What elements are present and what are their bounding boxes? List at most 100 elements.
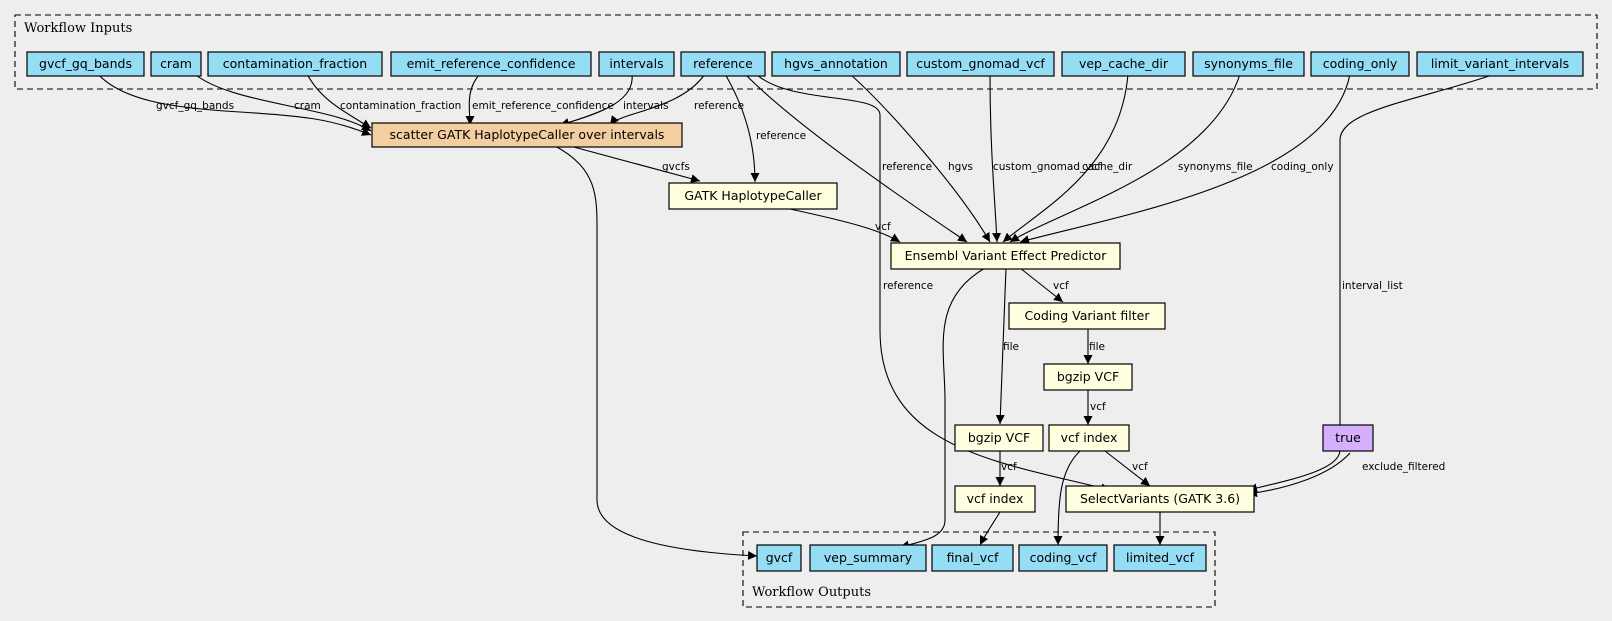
edge-reference-vep xyxy=(744,73,968,243)
edge-vcf-index-select xyxy=(1104,450,1151,487)
svg-text:vep_cache_dir: vep_cache_dir xyxy=(1079,56,1169,71)
svg-text:SelectVariants (GATK 3.6): SelectVariants (GATK 3.6) xyxy=(1080,491,1240,506)
svg-text:Ensembl Variant Effect Predict: Ensembl Variant Effect Predictor xyxy=(905,248,1108,263)
svg-text:vep_summary: vep_summary xyxy=(824,550,913,565)
svg-text:final_vcf: final_vcf xyxy=(947,550,999,565)
output-final-vcf[interactable]: final_vcf xyxy=(931,544,1014,572)
svg-text:bgzip VCF: bgzip VCF xyxy=(1057,369,1119,384)
workflow-inputs-cluster: Workflow Inputs xyxy=(14,14,1598,90)
step-haplotypecaller[interactable]: GATK HaplotypeCaller xyxy=(668,182,838,210)
step-index-coding[interactable]: vcf index xyxy=(1048,424,1130,452)
edge-reference-scatter xyxy=(609,73,706,126)
edge-label-reference-vep: reference xyxy=(882,161,932,173)
edge-file-vep-bgzip xyxy=(995,267,1007,425)
svg-text:Coding Variant filter: Coding Variant filter xyxy=(1025,308,1151,323)
edge-synonyms-file xyxy=(1009,73,1241,243)
output-vep-summary[interactable]: vep_summary xyxy=(809,544,927,572)
edge-label-intervals: intervals xyxy=(623,100,669,112)
input-contamination-fraction[interactable]: contamination_fraction xyxy=(207,51,383,77)
step-vep[interactable]: Ensembl Variant Effect Predictor xyxy=(890,242,1121,270)
input-limit-variant-intervals[interactable]: limit_variant_intervals xyxy=(1416,51,1584,77)
svg-text:bgzip VCF: bgzip VCF xyxy=(968,430,1030,445)
edge-cache-dir xyxy=(1002,73,1129,243)
edge-label-cache-dir: cache_dir xyxy=(1082,161,1133,173)
edge-intervals xyxy=(559,73,633,127)
edge-label-custom-gnomad-vcf: custom_gnomad_vcf xyxy=(993,161,1101,173)
edge-label-file-filter-bgzip: file xyxy=(1089,341,1105,353)
svg-text:gvcf_gq_bands: gvcf_gq_bands xyxy=(39,56,132,71)
input-custom-gnomad-vcf[interactable]: custom_gnomad_vcf xyxy=(906,51,1055,77)
workflow-inputs-title: Workflow Inputs xyxy=(24,21,132,36)
edge-label-interval-list: interval_list xyxy=(1342,280,1403,292)
edge-reference-select xyxy=(755,73,1111,493)
workflow-outputs-cluster: Workflow Outputs xyxy=(742,531,1216,608)
workflow-outputs-title: Workflow Outputs xyxy=(752,585,871,600)
edge-label-emit-reference-confidence: emit_reference_confidence xyxy=(472,100,614,112)
output-limited-vcf[interactable]: limited_vcf xyxy=(1113,544,1207,572)
svg-text:contamination_fraction: contamination_fraction xyxy=(223,56,367,71)
svg-text:vcf index: vcf index xyxy=(1061,430,1118,445)
output-coding-vcf[interactable]: coding_vcf xyxy=(1018,544,1108,572)
input-vep-cache-dir[interactable]: vep_cache_dir xyxy=(1061,51,1186,77)
edge-label-gvcf-gq-bands: gvcf_gq_bands xyxy=(156,100,234,112)
edge-label-file-vep-bgzip: file xyxy=(1003,341,1019,353)
edge-label-contamination-fraction: contamination_fraction xyxy=(340,100,461,112)
edge-final-vcf-out xyxy=(979,511,1001,546)
step-bgzip-full[interactable]: bgzip VCF xyxy=(954,424,1044,452)
edge-label-cram: cram xyxy=(294,100,321,112)
svg-text:limited_vcf: limited_vcf xyxy=(1126,550,1195,565)
edge-label-reference-hc: reference xyxy=(756,130,806,142)
svg-text:reference: reference xyxy=(693,56,753,71)
edge-label-vcf-bgzip-index-coding: vcf xyxy=(1090,401,1106,413)
edge-gvcfs xyxy=(569,145,701,184)
svg-text:hgvs_annotation: hgvs_annotation xyxy=(784,56,888,71)
svg-text:coding_vcf: coding_vcf xyxy=(1030,550,1097,565)
edge-emit-reference-confidence xyxy=(465,73,481,126)
svg-text:vcf index: vcf index xyxy=(967,491,1024,506)
edge-cram xyxy=(191,71,372,132)
svg-text:intervals: intervals xyxy=(609,56,663,71)
edge-hgvs xyxy=(849,73,991,243)
step-coding-filter[interactable]: Coding Variant filter xyxy=(1008,302,1166,330)
constant-true[interactable]: true xyxy=(1322,424,1374,452)
input-coding-only[interactable]: coding_only xyxy=(1310,51,1410,77)
svg-text:true: true xyxy=(1335,430,1361,445)
edge-label-reference-select: reference xyxy=(883,280,933,292)
step-select-variants[interactable]: SelectVariants (GATK 3.6) xyxy=(1065,485,1255,513)
edge-custom-gnomad-vcf xyxy=(989,73,1002,243)
edge-exclude-filtered xyxy=(1247,452,1351,498)
edge-label-coding-only: coding_only xyxy=(1271,161,1334,173)
step-scatter-haplotypecaller[interactable]: scatter GATK HaplotypeCaller over interv… xyxy=(371,122,683,148)
edge-vep-summary-out xyxy=(899,267,986,550)
edge-gvcf-gq-bands xyxy=(95,71,372,136)
input-reference[interactable]: reference xyxy=(680,51,766,77)
svg-text:emit_reference_confidence: emit_reference_confidence xyxy=(407,56,576,71)
input-intervals[interactable]: intervals xyxy=(598,51,675,77)
output-gvcf[interactable]: gvcf xyxy=(756,544,802,572)
svg-text:GATK HaplotypeCaller: GATK HaplotypeCaller xyxy=(684,188,822,203)
svg-text:gvcf: gvcf xyxy=(766,550,793,565)
edge-label-vcf-hc-vep: vcf xyxy=(875,221,891,233)
step-index-full[interactable]: vcf index xyxy=(954,485,1036,513)
input-hgvs-annotation[interactable]: hgvs_annotation xyxy=(771,51,901,77)
edge-label-vcf-vep-filter: vcf xyxy=(1053,280,1069,292)
edge-coding-vcf-out xyxy=(1053,450,1081,546)
edge-label-hgvs: hgvs xyxy=(948,161,973,173)
input-cram[interactable]: cram xyxy=(150,51,202,77)
edge-reference-hc xyxy=(724,73,760,183)
svg-text:coding_only: coding_only xyxy=(1323,56,1398,71)
input-synonyms-file[interactable]: synonyms_file xyxy=(1192,51,1305,77)
svg-text:cram: cram xyxy=(160,56,192,71)
svg-text:custom_gnomad_vcf: custom_gnomad_vcf xyxy=(916,56,1045,71)
step-bgzip-coding[interactable]: bgzip VCF xyxy=(1043,363,1133,391)
input-gvcf-gq-bands[interactable]: gvcf_gq_bands xyxy=(26,51,145,77)
edge-label-synonyms-file: synonyms_file xyxy=(1178,161,1253,173)
svg-text:synonyms_file: synonyms_file xyxy=(1204,56,1293,71)
edge-label-gvcfs: gvcfs xyxy=(662,161,690,173)
edge-contamination-fraction xyxy=(305,71,372,129)
svg-text:limit_variant_intervals: limit_variant_intervals xyxy=(1431,56,1569,71)
input-emit-reference-confidence[interactable]: emit_reference_confidence xyxy=(390,51,592,77)
edge-coding-only xyxy=(1019,73,1351,245)
edge-interval-list xyxy=(1247,73,1496,493)
